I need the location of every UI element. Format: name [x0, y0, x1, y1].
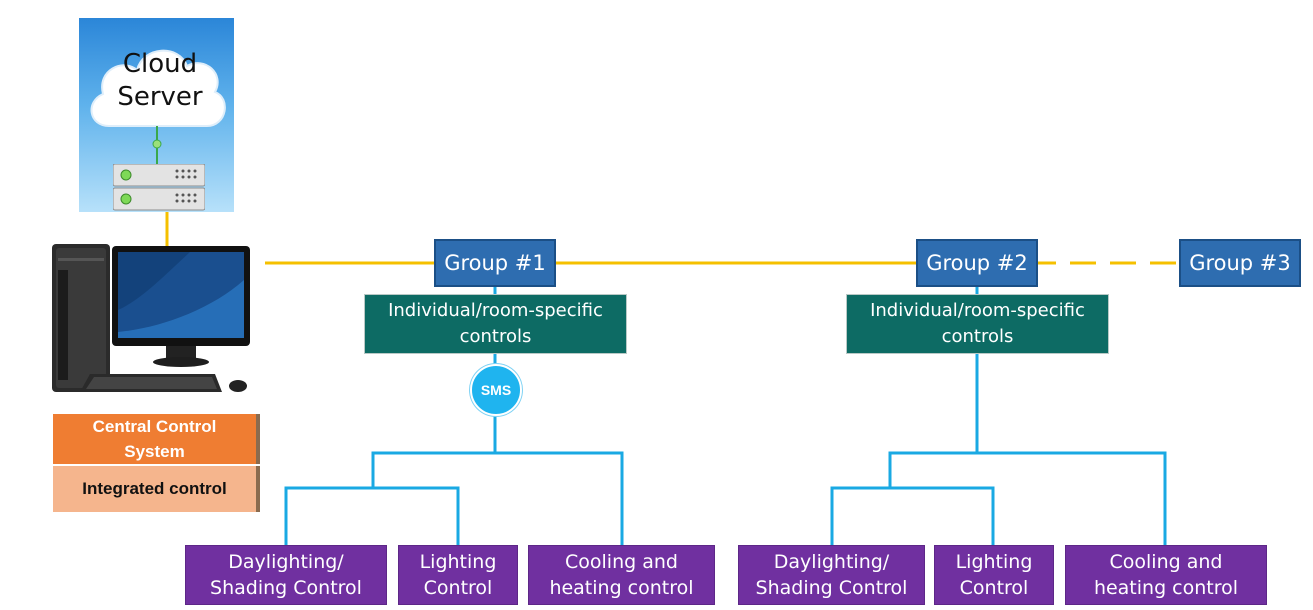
- desktop-computer-icon: [52, 244, 250, 392]
- group-1-cooling-heating-control[interactable]: Cooling and heating control: [528, 545, 715, 605]
- server-rack-icon: [113, 164, 205, 211]
- group-2-daylighting-shading-control[interactable]: Daylighting/ Shading Control: [738, 545, 925, 605]
- sms-node[interactable]: SMS: [470, 364, 522, 416]
- group-3-box[interactable]: Group #3: [1179, 239, 1301, 287]
- group-1-lighting-control[interactable]: Lighting Control: [398, 545, 518, 605]
- group-1-box[interactable]: Group #1: [434, 239, 556, 287]
- group2-branch-tree: [888, 451, 1167, 546]
- integrated-control-label: Integrated control: [53, 466, 260, 512]
- group1-left-fork: [284, 486, 460, 546]
- group2-left-fork: [830, 486, 995, 546]
- group1-branch-tree: [371, 451, 624, 546]
- cloud-server-label: Cloud Server: [117, 49, 203, 112]
- cloud-server-panel: Cloud Server: [79, 18, 234, 212]
- group-1-individual-controls[interactable]: Individual/room-specific controls: [364, 294, 627, 354]
- group-1-daylighting-shading-control[interactable]: Daylighting/ Shading Control: [185, 545, 387, 605]
- group-2-lighting-control[interactable]: Lighting Control: [934, 545, 1054, 605]
- group-2-individual-controls[interactable]: Individual/room-specific controls: [846, 294, 1109, 354]
- group-2-box[interactable]: Group #2: [916, 239, 1038, 287]
- central-control-system-label: Central Control System: [53, 414, 260, 464]
- group-2-cooling-heating-control[interactable]: Cooling and heating control: [1065, 545, 1267, 605]
- cloud-icon: [90, 49, 226, 164]
